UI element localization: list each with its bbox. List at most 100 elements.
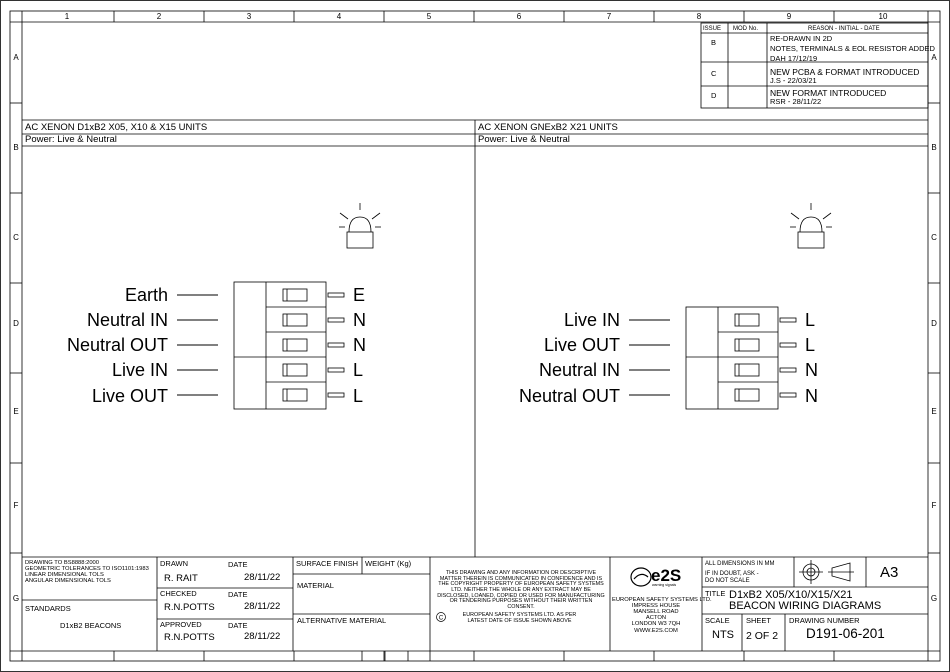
checked-label: CHECKED — [160, 589, 197, 598]
rev-b-line3: DAH 17/12/19 — [770, 54, 818, 63]
terminal-letter: N — [353, 335, 366, 355]
rev-issue-b: B — [711, 38, 717, 47]
standards-value: D1xB2 BEACONS — [60, 621, 122, 630]
grid-row-d: D — [13, 319, 19, 328]
date-label: DATE — [228, 590, 248, 599]
grid-col-1: 1 — [64, 12, 70, 21]
wires-right — [629, 319, 670, 396]
approved-value: R.N.POTTS — [164, 632, 215, 643]
grid-row-e: E — [13, 407, 19, 416]
date-label: DATE — [228, 560, 248, 569]
terminal-letter: E — [353, 285, 366, 305]
company-address-4: LONDON W3 7QH — [631, 621, 681, 627]
rev-c-line2: J.S - 22/03/21 — [770, 76, 817, 85]
grid-row-b-right: B — [931, 143, 937, 152]
sheet-label: SHEET — [746, 616, 772, 625]
wire-label-neutral-in: Neutral IN — [86, 310, 168, 330]
drawing-title-2: BEACON WIRING DIAGRAMS — [729, 600, 882, 612]
approved-date: 28/11/22 — [244, 631, 281, 642]
dims-note-3: DO NOT SCALE — [705, 578, 750, 584]
dims-note-2: IF IN DOUBT, ASK - — [705, 571, 759, 577]
grid-row-g-right: G — [930, 594, 938, 603]
grid-row-c: C — [13, 233, 19, 242]
wire-label-neutral-out: Neutral OUT — [518, 386, 620, 406]
terminal-block-right — [685, 306, 797, 410]
grid-col-3: 3 — [246, 12, 252, 21]
standards-note-3: LINEAR DIMENSIONAL TOLS — [25, 572, 104, 578]
terminal-letter: N — [805, 360, 818, 380]
weight-label: WEIGHT (Kg) — [365, 559, 412, 568]
terminal-letter: L — [353, 360, 364, 380]
grid-col-5: 5 — [426, 12, 432, 21]
copyright-owner: EUROPEAN SAFETY SYSTEMS LTD. AS PER LATE… — [462, 612, 577, 624]
third-angle-projection-icon — [799, 560, 854, 584]
grid-row-d-right: D — [931, 319, 937, 328]
grid-row-c-right: C — [931, 233, 937, 242]
wire-label-neutral-out: Neutral OUT — [66, 335, 168, 355]
terminal-letter: N — [805, 386, 818, 406]
rev-b-line2: NOTES, TERMINALS & EOL RESISTOR ADDED — [770, 44, 935, 53]
standards-label: STANDARDS — [25, 604, 71, 613]
grid-col-6: 6 — [516, 12, 522, 21]
drawing-number: D191-06-201 — [806, 626, 885, 641]
dims-note-1: ALL DIMENSIONS IN MM — [705, 561, 775, 567]
rev-b-line1: RE-DRAWN IN 2D — [770, 34, 833, 43]
checked-value: R.N.POTTS — [164, 602, 215, 613]
company-address-3: ACTON — [645, 615, 667, 621]
beacon-icon-right — [790, 203, 832, 249]
grid-row-f-right: F — [931, 501, 937, 510]
terminal-letter: N — [353, 310, 366, 330]
scale-label: SCALE — [705, 616, 730, 625]
e2s-logo-sub: warning signals — [652, 583, 677, 587]
beacon-icon-left — [339, 203, 381, 249]
wire-label-live-out: Live OUT — [543, 335, 620, 355]
right-panel-title: AC XENON GNExB2 X21 UNITS — [478, 122, 618, 133]
wire-label-live-in: Live IN — [563, 310, 620, 330]
copyright-icon: C — [436, 612, 446, 622]
drawing-number-label: DRAWING NUMBER — [789, 616, 860, 625]
grid-row-a-right: A — [931, 53, 937, 62]
left-panel-power: Power: Live & Neutral — [25, 134, 117, 145]
wire-label-earth: Earth — [124, 285, 168, 305]
terminal-block-left — [233, 281, 345, 410]
company-address-1: IMPRESS HOUSE — [631, 603, 681, 609]
wire-label-live-out: Live OUT — [91, 386, 168, 406]
rev-d-line1: NEW FORMAT INTRODUCED — [770, 88, 887, 98]
grid-row-e-right: E — [931, 407, 937, 416]
grid-col-7: 7 — [606, 12, 612, 21]
terminal-letter: L — [805, 335, 816, 355]
title-label: TITLE — [705, 589, 726, 598]
checked-date: 28/11/22 — [244, 601, 281, 612]
copyright-notice: THIS DRAWING AND ANY INFORMATION OR DESC… — [437, 570, 605, 611]
grid-col-4: 4 — [336, 12, 342, 21]
drawing-title-1: D1xB2 X05/X10/X15/X21 — [729, 589, 853, 601]
right-panel-power: Power: Live & Neutral — [478, 134, 570, 145]
grid-row-g: G — [12, 594, 20, 603]
terminal-letter: L — [805, 310, 816, 330]
sheet-value: 2 OF 2 — [746, 630, 779, 642]
grid-row-f: F — [13, 501, 19, 510]
material-label: MATERIAL — [297, 581, 334, 590]
surface-finish-label: SURFACE FINISH — [296, 559, 359, 568]
drawn-value: R. RAIT — [164, 573, 198, 584]
sheet-size: A3 — [880, 564, 899, 581]
date-label: DATE — [228, 621, 248, 630]
rev-issue-c: C — [711, 69, 717, 78]
rev-issue-d: D — [711, 91, 717, 100]
rev-header-reason: REASON - INITIAL - DATE — [808, 26, 880, 32]
e2s-logo-mark — [630, 567, 652, 587]
grid-col-10: 10 — [878, 12, 888, 21]
grid-col-8: 8 — [696, 12, 702, 21]
approved-label: APPROVED — [160, 620, 202, 629]
rev-d-line2: RSR - 28/11/22 — [770, 97, 822, 106]
wires-left — [177, 294, 218, 396]
wire-label-neutral-in: Neutral IN — [538, 360, 620, 380]
grid-row-b: B — [13, 143, 19, 152]
e2s-logo-text: e2S — [651, 566, 682, 585]
alt-material-label: ALTERNATIVE MATERIAL — [297, 616, 387, 625]
standards-note-2: GEOMETRIC TOLERANCES TO ISO1101:1983 — [25, 566, 149, 572]
company-name: EUROPEAN SAFETY SYSTEMS LTD. — [612, 597, 712, 603]
rev-header-issue: ISSUE — [703, 26, 722, 32]
company-address-2: MANSELL ROAD — [633, 609, 679, 615]
